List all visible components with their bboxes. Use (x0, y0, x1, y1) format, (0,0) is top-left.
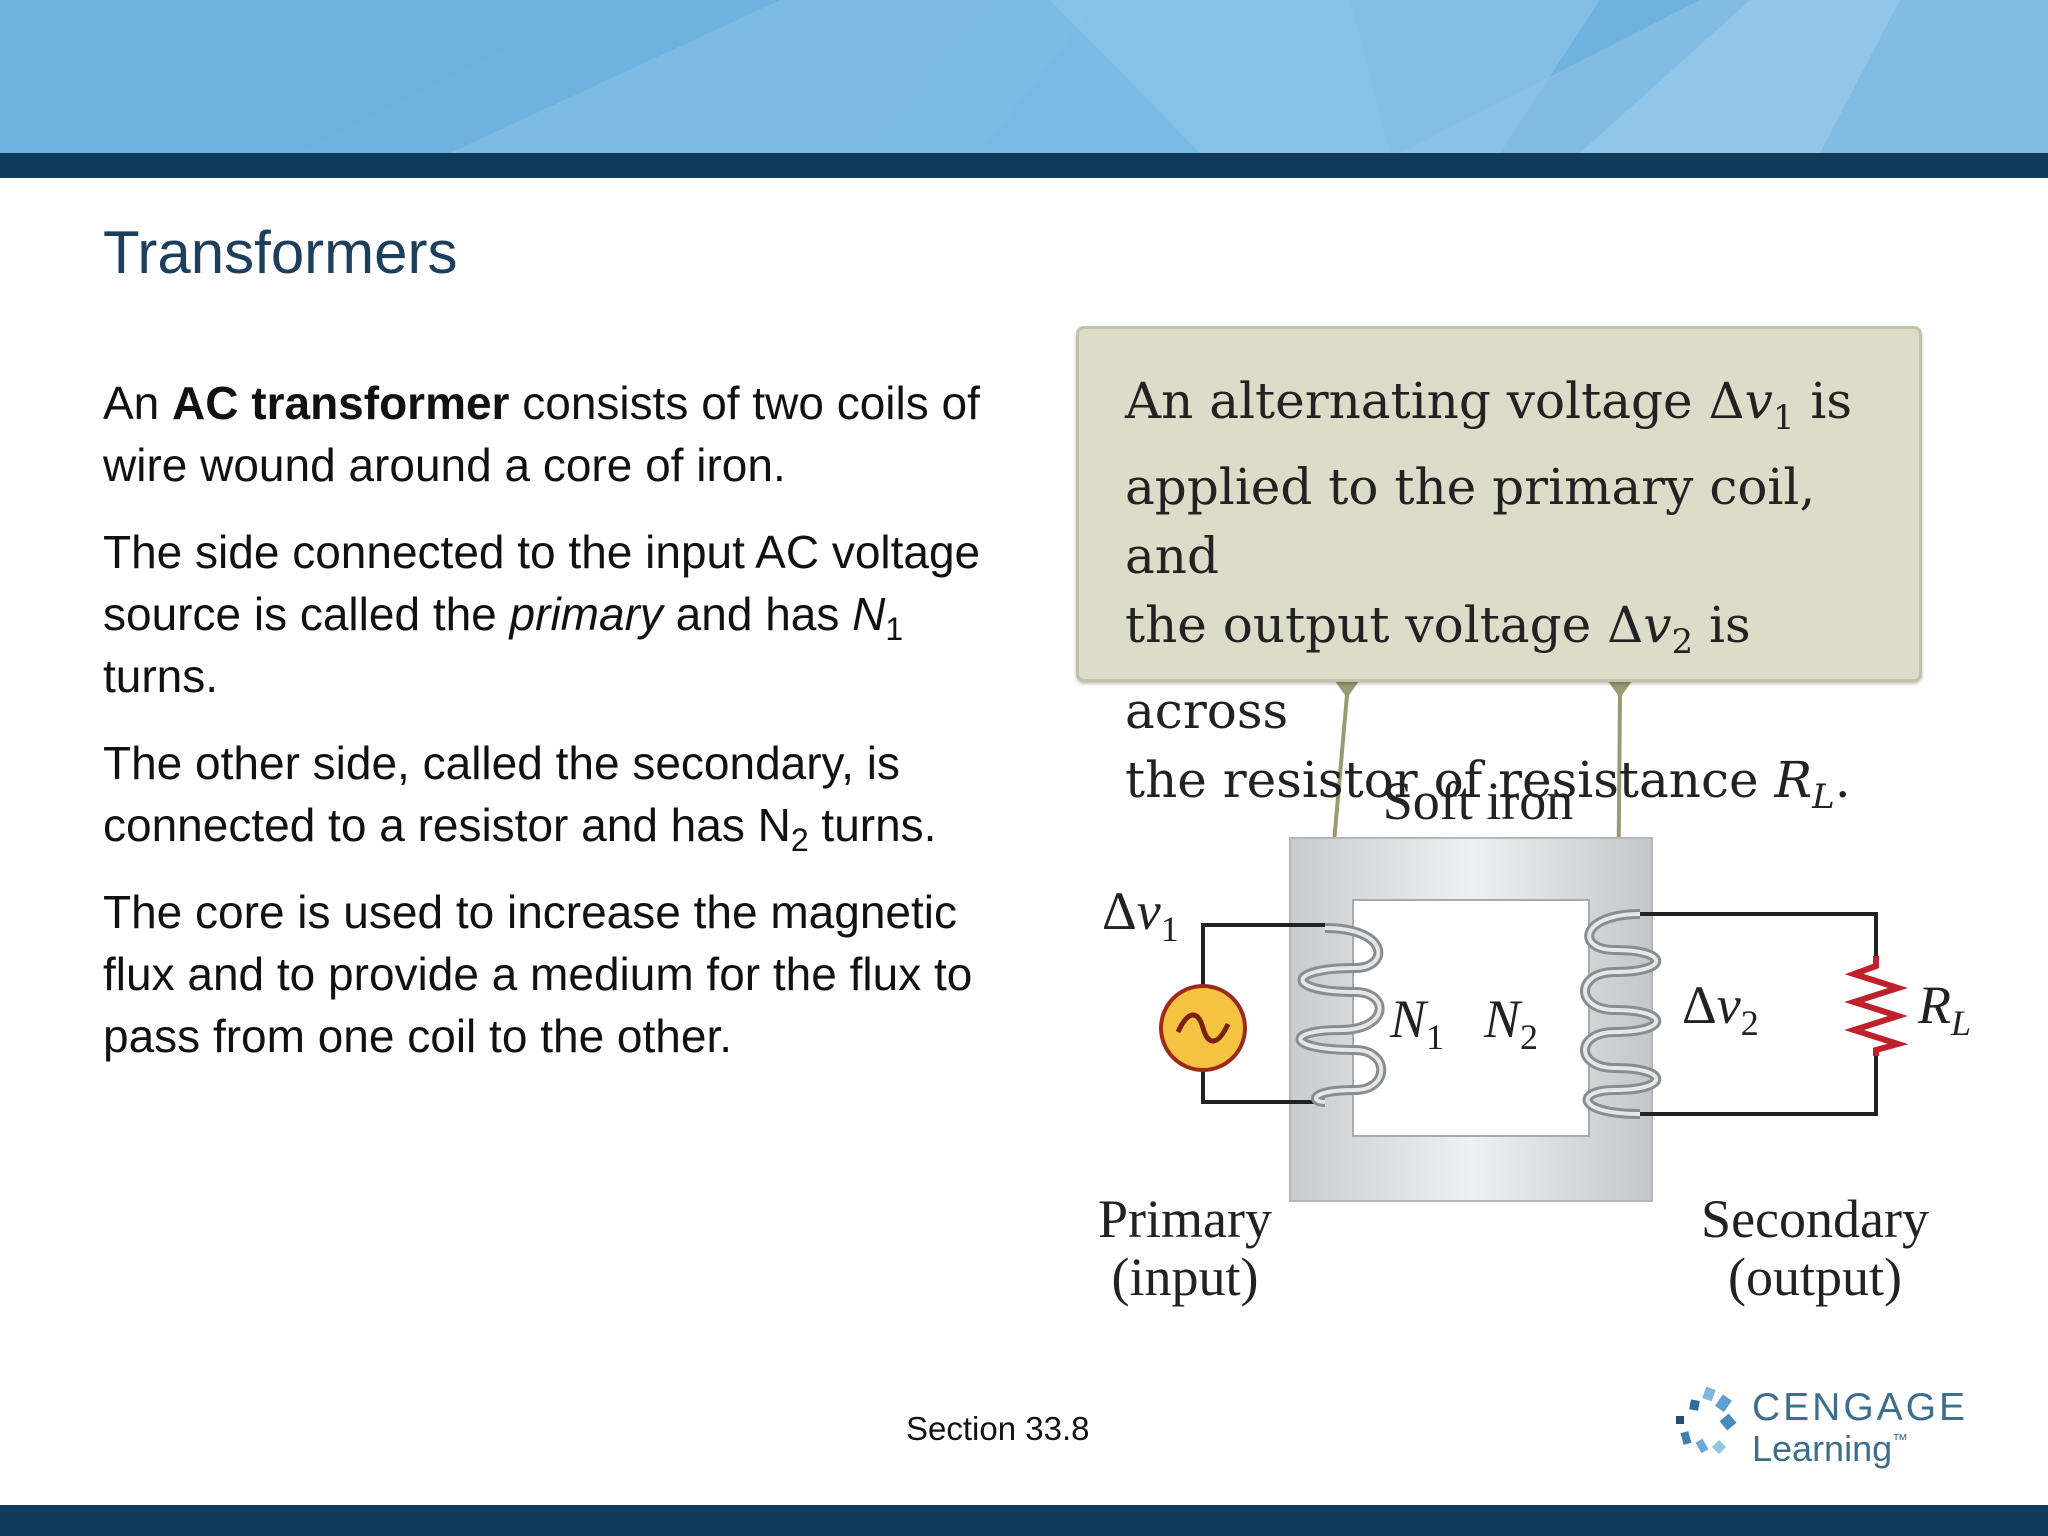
cengage-logo-mark-icon (1676, 1386, 1737, 1455)
footer-navy-bar (0, 1505, 2048, 1536)
label-primary: Primary(input) (1098, 1189, 1272, 1307)
section-label: Section 33.8 (906, 1410, 1090, 1447)
label-rl: RL (1918, 975, 1972, 1043)
label-n1: N1 (1390, 989, 1445, 1057)
explanation-callout: An alternating voltage Δv1 is applied to… (1076, 326, 1922, 817)
primary-circuit (1201, 923, 1325, 1104)
label-n2: N2 (1484, 989, 1539, 1057)
ac-source-icon (1159, 984, 1247, 1072)
slide-title: Transformers (103, 219, 458, 286)
logo-text-learning: Learning™ (1752, 1428, 1909, 1469)
cengage-logo: CENGAGE Learning™ (1660, 1382, 1965, 1472)
iron-core (1289, 837, 1653, 1202)
logo-text-cengage: CENGAGE (1752, 1386, 1969, 1429)
label-delta-v2: Δv2 (1682, 975, 1759, 1043)
paragraph-3: The other side, called the secondary, is… (103, 737, 937, 858)
transformer-diagram (1159, 677, 1909, 1202)
transformer-figure: An alternating voltage Δv1 is applied to… (1070, 320, 1990, 1320)
paragraph-2: The side connected to the input AC volta… (103, 526, 981, 702)
header-navy-bar (0, 153, 2048, 178)
label-soft-iron: Soft iron (1382, 771, 1574, 831)
secondary-circuit (1640, 912, 1878, 1116)
label-secondary: Secondary(output) (1701, 1189, 1929, 1307)
paragraph-4: The core is used to increase the magneti… (103, 886, 973, 1062)
callout-text: An alternating voltage Δv1 is applied to… (1125, 372, 1853, 817)
header-pattern (0, 0, 2048, 153)
paragraph-1: An AC transformer consists of two coils … (103, 377, 980, 491)
term-ac-transformer: AC transformer (172, 377, 510, 429)
resistor-icon (1844, 956, 1909, 1056)
label-delta-v1: Δv1 (1102, 881, 1179, 949)
body-text: An AC transformer consists of two coils … (103, 372, 1023, 1092)
header-banner (0, 0, 2048, 153)
